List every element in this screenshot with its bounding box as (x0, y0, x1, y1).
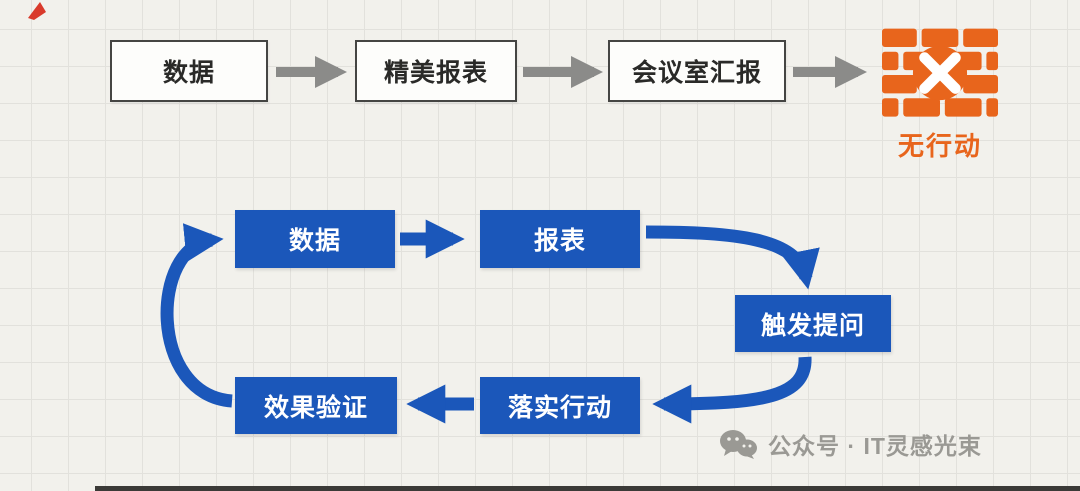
cycle-node-action: 落实行动 (480, 377, 640, 434)
flow-step-data: 数据 (110, 40, 268, 102)
watermark: 公众号 · IT灵感光束 (718, 427, 982, 461)
cycle-node-report: 报表 (480, 210, 640, 268)
flow-step-reports: 精美报表 (355, 40, 517, 102)
no-action-label: 无行动 (897, 131, 982, 161)
cycle-node-verify: 效果验证 (235, 377, 397, 434)
bottom-bar (95, 486, 1080, 491)
cycle-node-data: 数据 (235, 210, 395, 268)
watermark-text: 公众号 · IT灵感光束 (768, 433, 982, 459)
wechat-icon (720, 430, 757, 459)
cycle-node-question: 触发提问 (735, 295, 891, 352)
firewall-x-icon (882, 28, 998, 117)
red-marker-icon (28, 2, 46, 20)
flow-step-meeting: 会议室汇报 (608, 40, 786, 102)
